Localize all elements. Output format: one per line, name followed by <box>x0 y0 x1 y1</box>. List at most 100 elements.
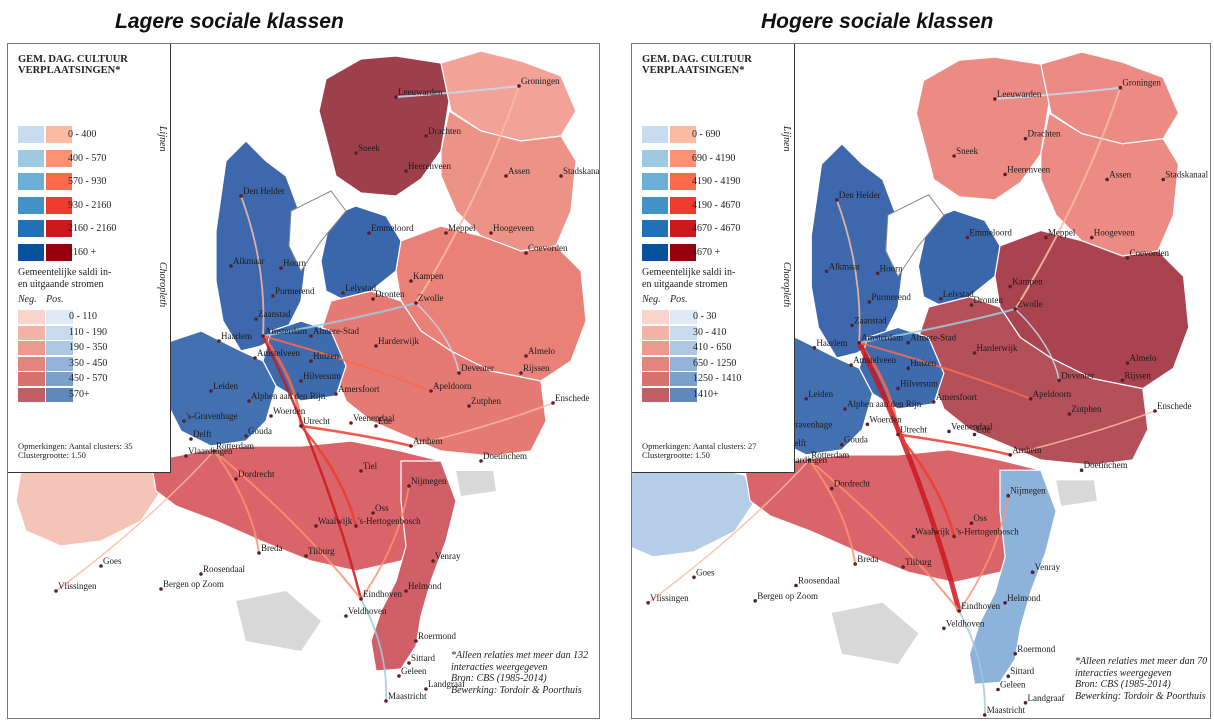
city-label: Breda <box>857 554 879 564</box>
city-label: Landgraaf <box>1028 693 1065 703</box>
legend-choropleth-swatch-neg <box>18 310 45 324</box>
source-note-right: *Alleen relaties met meer dan 70 interac… <box>1075 656 1208 702</box>
city-label: Deventer <box>461 363 494 373</box>
flow-line <box>395 85 520 98</box>
city-marker <box>299 379 303 383</box>
city-label: Nijmegen <box>1010 486 1046 496</box>
city-label: Alphen aan den Rijn <box>847 399 922 409</box>
city-label: Lelystad <box>943 289 974 299</box>
city-label: Venray <box>435 551 461 561</box>
legend-choropleth-class-label: 350 - 450 <box>69 357 108 369</box>
city-label: Assen <box>1109 170 1131 180</box>
flow-line <box>808 459 857 565</box>
city-marker <box>359 469 363 473</box>
city-label: Tiel <box>363 461 378 471</box>
city-marker <box>1028 397 1033 401</box>
legend-choropleth-swatch-pos <box>46 341 73 355</box>
city-marker <box>1079 468 1084 473</box>
legend-choropleth-label: Choropleth <box>781 262 792 308</box>
legend-choropleth-swatch-neg <box>18 325 45 340</box>
city-marker <box>384 699 388 703</box>
city-marker <box>1008 284 1012 289</box>
city-marker <box>359 597 363 601</box>
city-marker <box>1057 378 1061 383</box>
legend-line-class-label: 4670 + <box>692 246 721 258</box>
legend-lines-label: Lijnen <box>157 126 168 152</box>
right-panel-title: Hogere sociale klassen <box>761 10 994 33</box>
legend-choropleth-class-label: 450 - 570 <box>69 373 108 384</box>
city-label: Haarlem <box>816 338 847 348</box>
region-gelderland <box>320 290 547 457</box>
city-label: 's-Gravenhage <box>781 419 833 429</box>
city-label: Huizen <box>910 358 936 368</box>
map-left-germany-patch <box>456 471 496 496</box>
legend-choropleth-swatch-pos <box>670 387 697 402</box>
legend-choropleth-class-label: 570+ <box>69 388 90 400</box>
legend-choropleth-class-label: 1250 - 1410 <box>693 373 742 384</box>
city-marker <box>857 340 861 345</box>
city-label: Apeldoorn <box>433 381 472 391</box>
city-marker <box>371 297 375 301</box>
region-noordholland <box>215 140 307 352</box>
city-label: 's-Hertogenbosch <box>358 516 421 526</box>
city-marker <box>939 297 943 301</box>
city-marker <box>212 449 216 453</box>
city-marker <box>807 458 812 462</box>
legend-line-swatch-blue <box>642 220 668 237</box>
city-label: Amsterdam <box>265 326 307 336</box>
city-marker <box>504 174 508 178</box>
city-marker <box>519 371 523 375</box>
city-marker <box>824 269 829 274</box>
city-marker <box>394 95 398 99</box>
city-marker <box>1125 361 1130 365</box>
city-marker <box>414 301 418 305</box>
legend-pos-label: Pos. <box>670 294 688 305</box>
legend-choropleth-swatch-neg <box>18 372 45 386</box>
flow-line <box>958 495 1010 612</box>
city-marker <box>431 559 435 563</box>
city-marker <box>489 231 493 235</box>
city-label: Sittard <box>1010 666 1034 676</box>
city-marker <box>1044 235 1048 240</box>
legend-choropleth-swatch-neg <box>18 341 45 355</box>
city-marker <box>354 524 358 528</box>
legend-choropleth-swatch-pos <box>670 356 697 371</box>
city-marker <box>367 231 371 235</box>
flow-line <box>300 425 358 527</box>
legend-line-swatch-blue <box>642 149 668 167</box>
left-panel-title: Lagere sociale klassen <box>115 10 344 33</box>
city-label: Alkmaar <box>233 256 265 266</box>
city-marker <box>829 486 834 491</box>
flow-line <box>261 335 363 600</box>
city-label: Leeuwarden <box>997 89 1042 99</box>
legend-choropleth-swatch-pos <box>46 372 73 386</box>
city-label: Ede <box>977 425 991 435</box>
city-label: Arnhem <box>413 436 443 446</box>
legend-choropleth-swatch-neg <box>642 372 669 386</box>
city-label: Rotterdam <box>811 450 849 460</box>
city-label: Apeldoorn <box>1033 389 1072 399</box>
city-marker <box>234 477 238 481</box>
city-label: Emmeloord <box>371 223 414 233</box>
legend-remark: Opmerkingen: Aantal clusters: 27 Cluster… <box>642 441 757 460</box>
city-label: Utrecht <box>303 416 330 426</box>
city-label: Roermond <box>418 631 456 641</box>
legend-line-swatch-blue <box>18 126 44 143</box>
city-label: Enschede <box>1157 401 1191 411</box>
city-label: Maastricht <box>388 691 427 701</box>
city-label: Vlissingen <box>650 593 689 603</box>
city-marker <box>1161 177 1165 182</box>
city-label: Doetinchem <box>1084 460 1128 470</box>
city-marker <box>1003 172 1007 177</box>
legend-title: GEM. DAG. CULTUUR VERPLAATSINGEN* <box>642 54 752 76</box>
region-zeeland <box>632 464 756 558</box>
city-label: Almelo <box>1130 353 1157 363</box>
legend-choropleth-class-label: 650 - 1250 <box>693 357 737 369</box>
city-marker <box>1030 570 1035 574</box>
city-marker <box>1003 601 1007 605</box>
map-left-ijsselmeer <box>288 190 347 273</box>
city-marker <box>1013 307 1018 311</box>
city-label: Arnhem <box>1012 445 1041 455</box>
city-marker <box>467 404 471 408</box>
